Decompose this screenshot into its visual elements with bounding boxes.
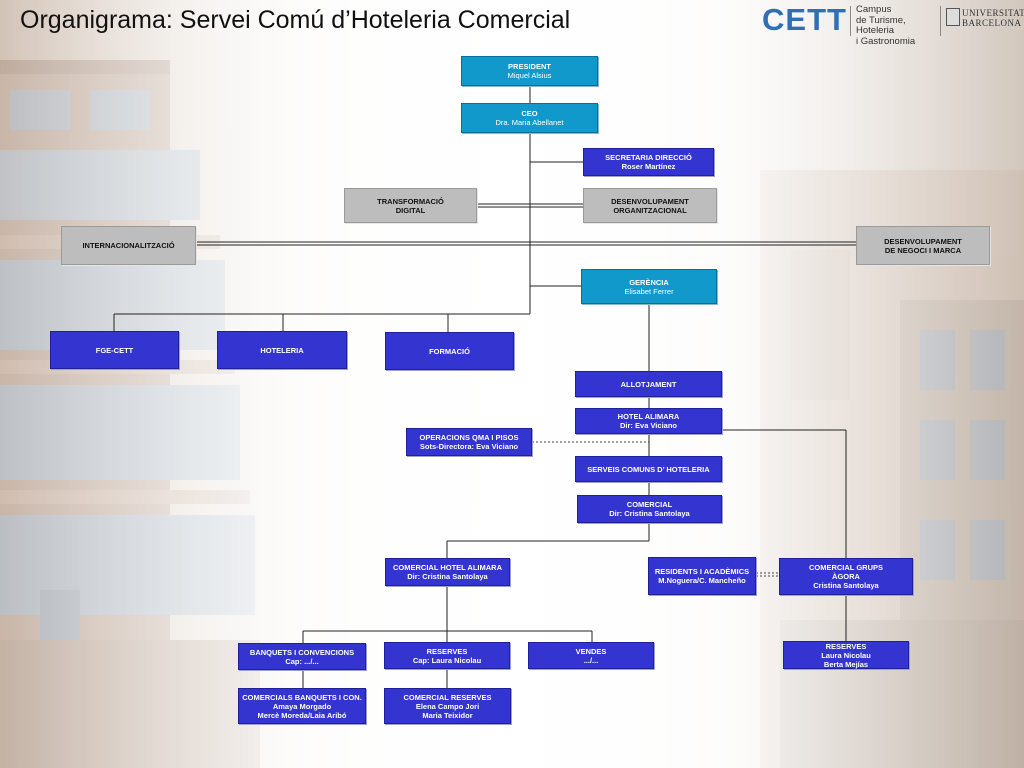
logo-cett: CETT: [762, 2, 847, 37]
node-comercial-reserves: COMERCIAL RESERVES Elena Campo Jori Mari…: [384, 688, 511, 724]
node-banquets: BANQUETS I CONVENCIONS Cap: .../...: [238, 643, 366, 670]
node-title: INTERNACIONALITZACIÓ: [82, 241, 175, 250]
node-title: HOTELERIA: [260, 345, 304, 355]
page-title: Organigrama: Servei Comú d’Hoteleria Com…: [20, 6, 571, 34]
node-sub: Dir: Cristina Santolaya: [407, 572, 488, 581]
node-title: VENDES: [575, 646, 607, 656]
node-sub: Roser Martínez: [621, 162, 676, 171]
node-desenvolupament-organitzacional: DESENVOLUPAMENT ORGANITZACIONAL: [583, 188, 717, 223]
node-title: COMERCIAL: [626, 500, 673, 509]
node-sub: DE NEGOCI I MARCA: [884, 245, 962, 255]
logo-ub-line: BARCELONA: [962, 18, 1022, 28]
node-sub: ÀGORA: [832, 572, 860, 581]
node-title: RESERVES: [825, 641, 867, 651]
node-transformacio: TRANSFORMACIÓ DIGITAL: [344, 188, 477, 223]
node-gerencia: GERÈNCIA Elisabet Ferrer: [581, 269, 717, 304]
node-sub: Dra. Maria Abellanet: [495, 118, 564, 127]
node-title: RESERVES: [426, 646, 468, 656]
node-internacionalitzacio: INTERNACIONALITZACIÓ: [61, 226, 196, 265]
node-vendes: VENDES .../...: [528, 642, 654, 669]
logo-divider: [940, 6, 941, 36]
node-sub: ORGANITZACIONAL: [613, 205, 687, 215]
logo-ub-line: UNIVERSITAT DE: [962, 8, 1024, 18]
node-title: RESIDENTS I ACADÈMICS: [654, 567, 750, 576]
node-sub: Elena Campo Jori: [415, 701, 480, 711]
node-title: COMERCIAL GRUPS: [808, 563, 884, 572]
node-sub: Dir: Cristina Santolaya: [609, 509, 690, 518]
node-comercials-banquets: COMERCIALS BANQUETS I CON. Amaya Morgado…: [238, 688, 366, 724]
node-sub: DIGITAL: [395, 205, 426, 215]
logo-campus: Campus de Turisme, Hoteleria i Gastronom…: [856, 4, 946, 47]
node-title: TRANSFORMACIÓ: [377, 196, 444, 206]
node-sub2: Maria Teixidor: [422, 710, 473, 720]
node-comercial-grups: COMERCIAL GRUPS ÀGORA Cristina Santolaya: [779, 558, 913, 595]
logo-campus-line: i Gastronomia: [856, 35, 916, 47]
node-ceo: CEO Dra. Maria Abellanet: [461, 103, 598, 133]
node-reserves-hotel: RESERVES Cap: Laura Nicolau: [384, 642, 510, 669]
node-title: DESENVOLUPAMENT: [884, 236, 962, 246]
node-title: SECRETARIA DIRECCIÓ: [605, 153, 692, 162]
node-sub: Amaya Morgado: [272, 701, 332, 711]
logo-campus-line: de Turisme, Hoteleria: [856, 14, 906, 36]
node-title: CEO: [521, 109, 538, 118]
node-comercial-hotel-alimara: COMERCIAL HOTEL ALIMARA Dir: Cristina Sa…: [385, 558, 510, 586]
node-sub: Miquel Alsius: [507, 71, 552, 80]
node-sub: Cap: .../...: [285, 656, 319, 666]
node-title: SERVEIS COMUNS D’ HOTELERIA: [587, 464, 710, 474]
node-allotjament: ALLOTJAMENT: [575, 371, 722, 397]
node-title: FGE-CETT: [95, 345, 134, 355]
logo-ub-text: UNIVERSITAT DE BARCELONA: [962, 8, 1024, 28]
node-sub: Laura Nicolau: [821, 650, 871, 660]
node-title: HOTEL ALIMARA: [617, 412, 680, 421]
node-title: BANQUETS I CONVENCIONS: [249, 647, 355, 657]
node-reserves-grups: RESERVES Laura Nicolau Berta Mejías: [783, 641, 909, 669]
node-sub: Elisabet Ferrer: [624, 286, 674, 296]
node-sub: Dir: Eva Viciano: [620, 421, 677, 430]
node-residents: RESIDENTS I ACADÈMICS M.Noguera/C. Manch…: [648, 557, 756, 595]
node-title: COMERCIALS BANQUETS I CON.: [242, 692, 362, 702]
node-title: COMERCIAL RESERVES: [403, 692, 492, 702]
node-title: DESENVOLUPAMENT: [611, 196, 689, 206]
node-sub2: Cristina Santolaya: [813, 581, 879, 590]
logo: CETT Campus de Turisme, Hoteleria i Gast…: [762, 2, 1024, 46]
node-operacions: OPERACIONS QMA I PISOS Sots-Directora: E…: [406, 428, 532, 456]
node-hoteleria: HOTELERIA: [217, 331, 347, 369]
node-title: ALLOTJAMENT: [620, 379, 677, 389]
node-title: PRESIDENT: [508, 62, 551, 71]
node-secretaria: SECRETARIA DIRECCIÓ Roser Martínez: [583, 148, 714, 176]
node-president: PRESIDENT Miquel Alsius: [461, 56, 598, 86]
node-title: OPERACIONS QMA I PISOS: [419, 433, 519, 442]
node-desenvolupament-negoci: DESENVOLUPAMENT DE NEGOCI I MARCA: [856, 226, 990, 265]
node-sub: Sots-Directora: Eva Viciano: [419, 442, 519, 451]
node-sub: Cap: Laura Nicolau: [412, 655, 482, 665]
node-title: GERÈNCIA: [629, 277, 669, 287]
logo-divider: [850, 6, 851, 36]
shield-icon: [946, 8, 960, 26]
node-comercial: COMERCIAL Dir: Cristina Santolaya: [577, 495, 722, 523]
node-title: COMERCIAL HOTEL ALIMARA: [392, 563, 503, 572]
node-formacio: FORMACIÓ: [385, 332, 514, 370]
logo-campus-line: Campus: [856, 4, 892, 15]
node-sub2: Berta Mejías: [823, 659, 869, 669]
node-fge-cett: FGE-CETT: [50, 331, 179, 369]
node-title: FORMACIÓ: [429, 346, 470, 356]
node-hotel-alimara: HOTEL ALIMARA Dir: Eva Viciano: [575, 408, 722, 434]
node-sub: M.Noguera/C. Mancheño: [658, 576, 746, 585]
node-serveis-comuns: SERVEIS COMUNS D’ HOTELERIA: [575, 456, 722, 482]
node-sub2: Mercè Moreda/Laia Aribó: [257, 710, 347, 720]
node-sub: .../...: [583, 655, 599, 665]
